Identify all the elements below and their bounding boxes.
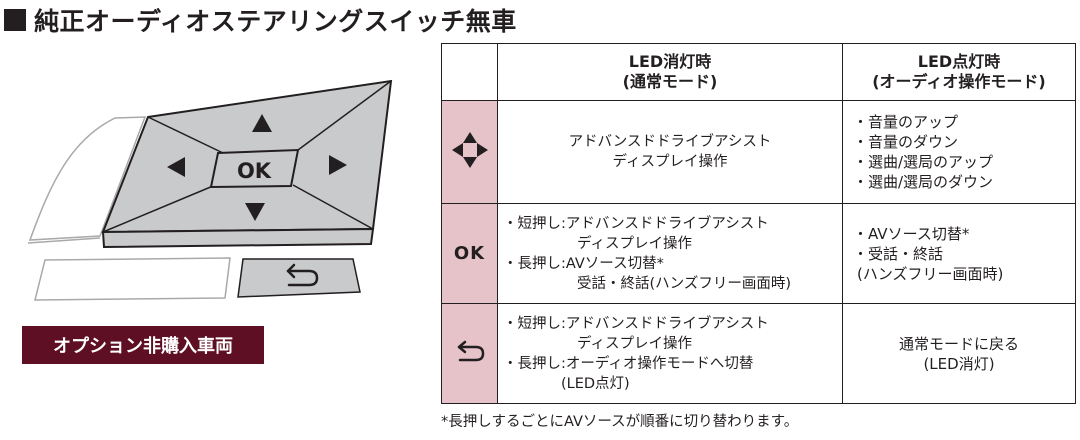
- ok-icon-cell: OK: [441, 203, 498, 304]
- dpad-icon-cell: [441, 100, 498, 204]
- right-triangle-icon: [329, 155, 347, 175]
- return-arrow-icon: [286, 263, 319, 287]
- table-row: アドバンスドドライブアシスト ディスプレイ操作 ・音量のアップ ・音量のダウン …: [441, 100, 1076, 204]
- up-triangle-icon: [252, 114, 272, 132]
- return-led-off-cell: ・短押し:アドバンスドドライブアシスト ディスプレイ操作 ・長押し:オーディオ操…: [497, 303, 843, 404]
- title-square-marker: [4, 9, 26, 31]
- ok-switch-label: OK: [237, 159, 272, 183]
- direction-pad-icon: [451, 132, 488, 168]
- dpad-led-off-cell: アドバンスドドライブアシスト ディスプレイ操作: [497, 100, 843, 204]
- ok-button-icon: OK: [453, 243, 486, 264]
- page-title: 純正オーディオステアリングスイッチ無車: [4, 2, 517, 38]
- return-switch: [237, 258, 361, 298]
- steering-switch-illustration: OK: [27, 79, 393, 301]
- ok-switch: [209, 148, 300, 189]
- down-triangle-icon: [245, 203, 265, 221]
- option-badge: オプション非購入車両: [22, 326, 264, 364]
- table-header-row: LED消灯時 (通常モード) LED点灯時 (オーディオ操作モード): [441, 43, 1076, 101]
- ok-led-on-cell: ・AVソース切替* ・受話・終話 (ハンズフリー画面時): [842, 203, 1076, 304]
- left-triangle-icon: [167, 157, 185, 177]
- steering-wheel-outline: [28, 116, 147, 241]
- return-arrow-icon: [457, 340, 484, 361]
- blank-button-outline: [34, 257, 231, 301]
- ok-led-off-cell: ・短押し:アドバンスドドライブアシスト ディスプレイ操作 ・長押し:AVソース切…: [497, 203, 843, 304]
- switch-function-table: LED消灯時 (通常モード) LED点灯時 (オーディオ操作モード) アドバンス…: [441, 43, 1076, 404]
- footnote: *長押しするごとにAVソースが順番に切り替わります。: [441, 414, 799, 430]
- switch-panel-bottom: [101, 227, 375, 249]
- page-title-text: 純正オーディオステアリングスイッチ無車: [34, 7, 517, 36]
- steering-wheel-edge: [27, 237, 101, 244]
- header-empty-cell: [441, 43, 498, 101]
- return-icon-cell: [441, 303, 498, 404]
- table-row: ・短押し:アドバンスドドライブアシスト ディスプレイ操作 ・長押し:オーディオ操…: [441, 303, 1076, 404]
- dpad-led-on-cell: ・音量のアップ ・音量のダウン ・選曲/選局のアップ ・選曲/選局のダウン: [842, 100, 1076, 204]
- table-row: OK ・短押し:アドバンスドドライブアシスト ディスプレイ操作 ・長押し:AVソ…: [441, 203, 1076, 304]
- return-led-on-cell: 通常モードに戻る (LED消灯): [842, 303, 1076, 404]
- header-led-off: LED消灯時 (通常モード): [497, 43, 843, 101]
- header-led-on: LED点灯時 (オーディオ操作モード): [842, 43, 1076, 101]
